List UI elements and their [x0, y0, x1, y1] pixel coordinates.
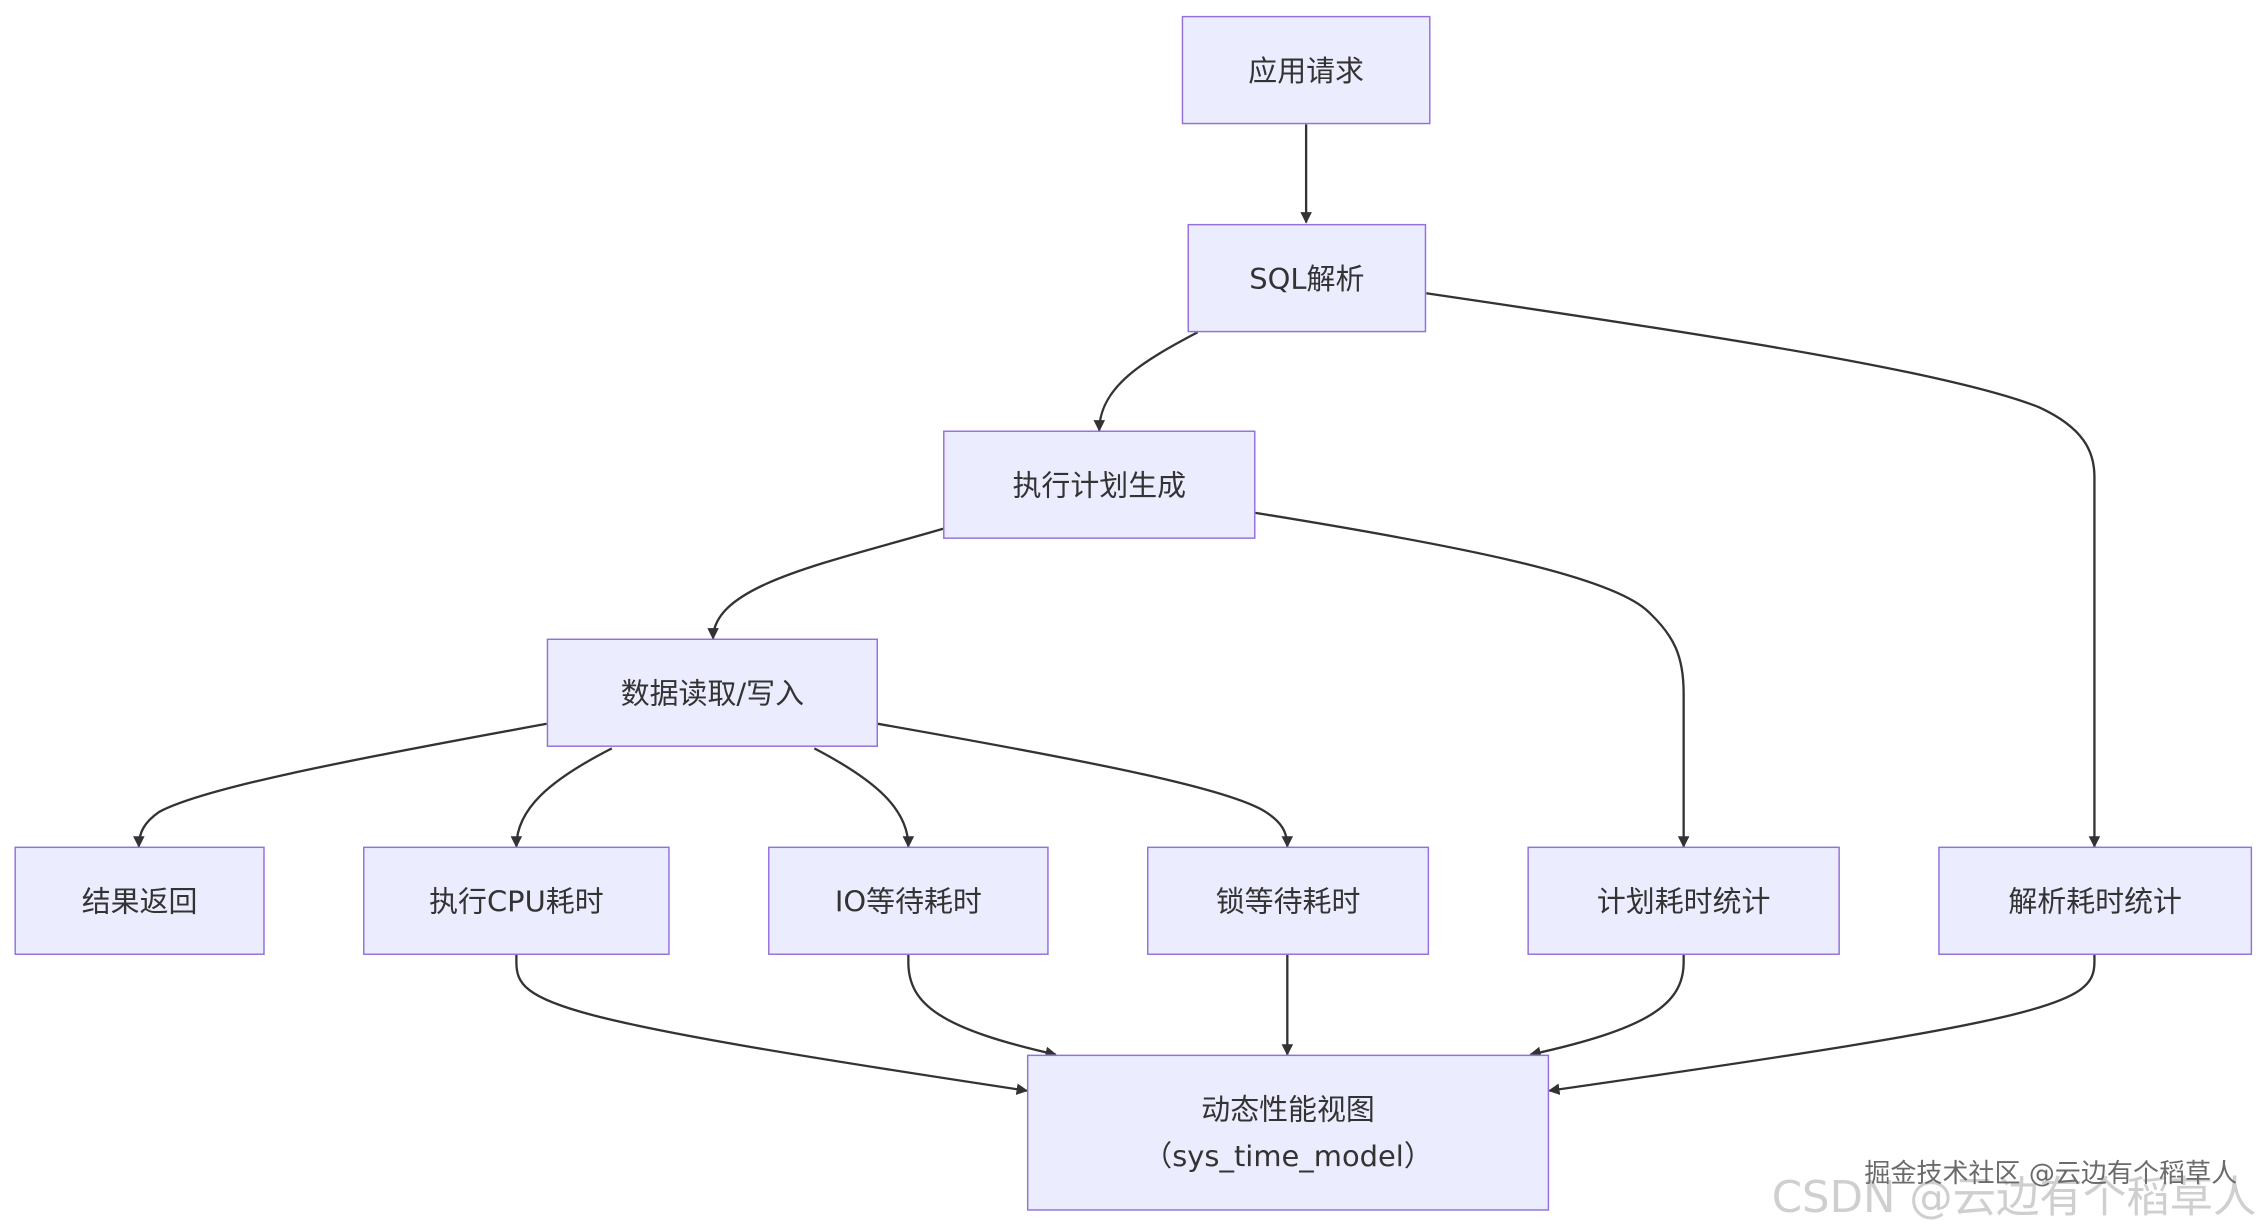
node-app-request[interactable]: 应用请求	[1181, 15, 1431, 125]
watermark-juejin: 掘金技术社区 @云边有个稻草人	[1864, 1158, 2238, 1189]
node-parse-time-stat[interactable]: 解析耗时统计	[1938, 846, 2253, 955]
node-label: 解析耗时统计	[2008, 883, 2182, 919]
node-result-return[interactable]: 结果返回	[14, 846, 265, 955]
edge-dataio-lock	[877, 722, 1294, 848]
edge-sqlparse-parsestat	[1426, 292, 2101, 848]
node-data-read-write[interactable]: 数据读取/写入	[546, 638, 878, 747]
watermark-csdn: CSDN @云边有个稻草人	[1771, 1173, 2257, 1224]
edge-parsestat-view	[1547, 954, 2096, 1096]
node-sql-parse[interactable]: SQL解析	[1187, 223, 1427, 333]
node-label: 数据读取/写入	[620, 675, 805, 711]
edge-planstat-view	[1529, 954, 1685, 1059]
node-label: 结果返回	[81, 883, 198, 919]
edge-io-view	[907, 954, 1058, 1058]
watermark: CSDN @云边有个稻草人 掘金技术社区 @云边有个稻草人	[1772, 1156, 2257, 1224]
node-dynamic-performance-view[interactable]: 动态性能视图 （sys_time_model）	[1026, 1054, 1550, 1211]
node-label: 锁等待耗时	[1215, 883, 1361, 919]
node-label: 动态性能视图	[1201, 1092, 1375, 1127]
node-label: 计划耗时统计	[1596, 883, 1771, 919]
node-plan-time-stat[interactable]: 计划耗时统计	[1527, 846, 1840, 955]
edge-plangen-planstat	[1255, 511, 1690, 848]
edge-sqlparse-plangen	[1093, 331, 1199, 432]
node-cpu-time[interactable]: 执行CPU耗时	[363, 846, 670, 955]
node-io-wait[interactable]: IO等待耗时	[768, 846, 1049, 955]
node-label: 执行计划生成	[1012, 467, 1187, 503]
node-sublabel: （sys_time_model）	[1143, 1138, 1433, 1174]
edge-dataio-cpu	[510, 747, 613, 848]
node-label: 执行CPU耗时	[429, 883, 604, 919]
node-label: 应用请求	[1248, 52, 1364, 88]
node-lock-wait[interactable]: 锁等待耗时	[1147, 846, 1430, 955]
node-label: SQL解析	[1249, 260, 1365, 296]
edge-dataio-io	[813, 747, 915, 848]
node-plan-generation[interactable]: 执行计划生成	[943, 430, 1256, 539]
edge-plangen-dataio	[707, 527, 944, 640]
node-label: IO等待耗时	[834, 883, 982, 919]
edge-dataio-result	[133, 722, 547, 848]
edge-cpu-view	[515, 954, 1029, 1095]
